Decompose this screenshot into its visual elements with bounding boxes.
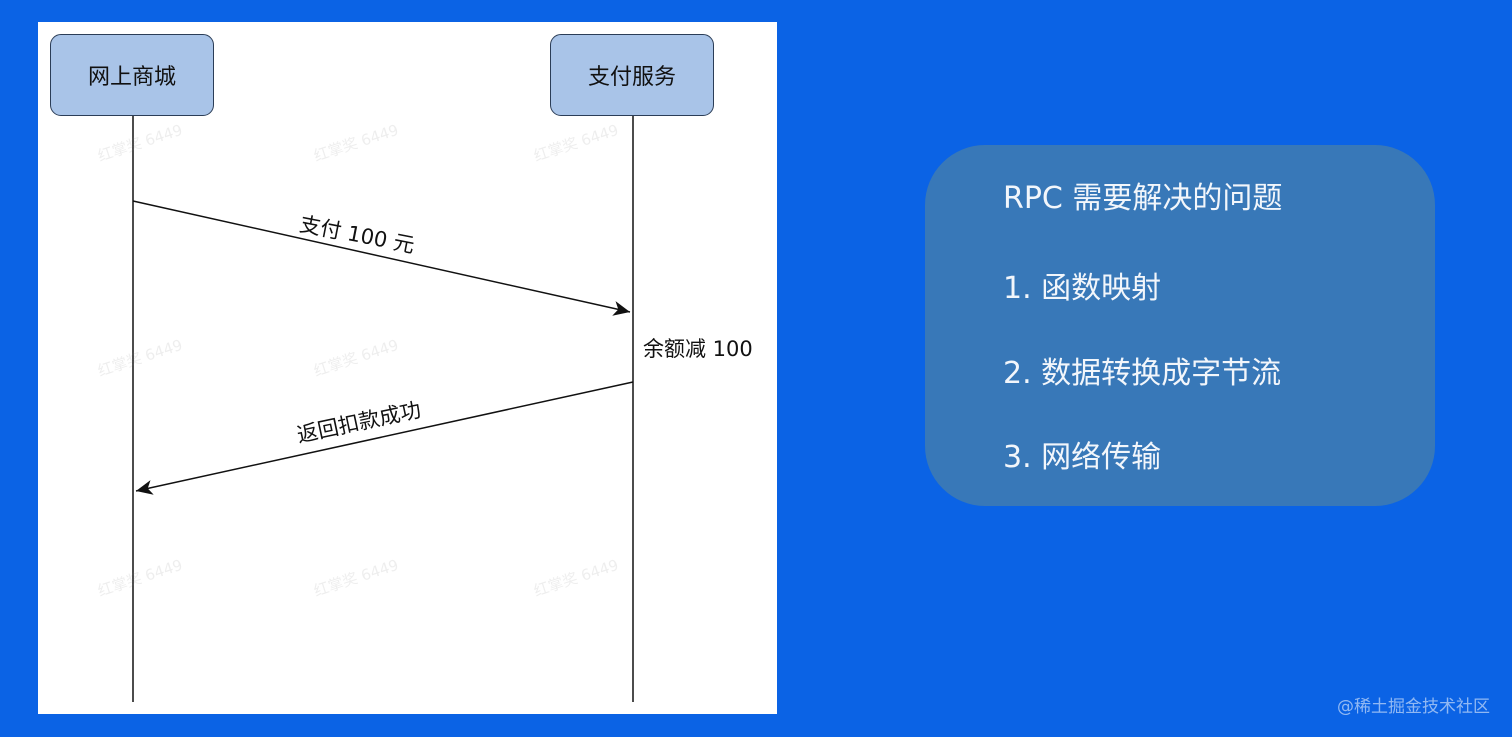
rpc-problem-item: 2. 数据转换成字节流	[1003, 356, 1282, 391]
rpc-problem-item: 3. 网络传输	[1003, 440, 1162, 475]
source-credit: @稀土掘金技术社区	[1337, 697, 1490, 717]
rpc-problem-item: 1. 函数映射	[1003, 271, 1162, 306]
participant-payment-service-label: 支付服务	[587, 65, 676, 90]
sequence-diagram-panel: 网上商城 支付服务 支付 100 元 余额减 100 返回扣款成功 红掌奖 64…	[38, 22, 777, 714]
arrow-pay	[132, 200, 631, 316]
rpc-problems-card: RPC 需要解决的问题 1. 函数映射 2. 数据转换成字节流 3. 网络传输	[925, 145, 1435, 506]
rpc-problems-title: RPC 需要解决的问题	[1003, 181, 1283, 216]
message-self-action-label: 余额减 100	[643, 337, 753, 361]
arrow-return	[135, 381, 634, 495]
sequence-diagram-lines	[132, 116, 634, 702]
participant-online-mall-label: 网上商城	[87, 65, 176, 90]
participant-online-mall: 网上商城	[50, 34, 214, 116]
participant-payment-service: 支付服务	[550, 34, 714, 116]
